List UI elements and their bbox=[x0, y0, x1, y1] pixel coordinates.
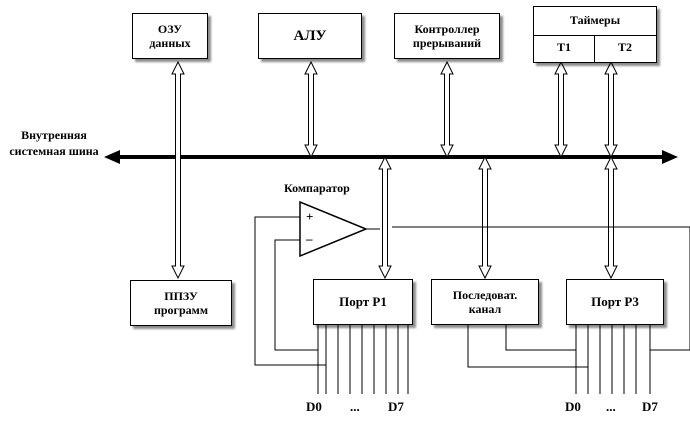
port-p3-block: Порт P3 bbox=[566, 279, 664, 325]
port-p1-label: Порт P1 bbox=[339, 294, 387, 309]
port-p3-dots-label: ... bbox=[606, 399, 616, 414]
rom-program-block: ППЗУ программ bbox=[130, 280, 232, 326]
arrow-timer1-bus bbox=[554, 60, 568, 159]
timer-t1: T1 bbox=[556, 40, 571, 54]
port-p1-pins bbox=[317, 325, 409, 394]
internal-bus-label: Внутренняя системная шина bbox=[9, 128, 99, 158]
arrow-ram-bus bbox=[171, 60, 185, 280]
ram-data-label: ОЗУ данных bbox=[149, 22, 191, 50]
arrow-bus-port-p1 bbox=[378, 155, 392, 280]
timers-title: Таймеры bbox=[569, 13, 621, 27]
port-p1-dots-label: ... bbox=[350, 399, 360, 414]
port-p1-d0-label: D0 bbox=[306, 399, 322, 414]
port-p1-d7-label: D7 bbox=[388, 399, 404, 414]
port-p3-label: Порт P3 bbox=[591, 294, 639, 309]
timers-separator bbox=[594, 35, 595, 62]
serial-channel-block: Последоват. канал bbox=[431, 279, 539, 325]
port-p1-block: Порт P1 bbox=[313, 279, 413, 325]
interrupt-controller-label: Контроллер прерываний bbox=[412, 22, 482, 50]
port-p3-d0-label: D0 bbox=[565, 399, 581, 414]
arrow-interrupt-bus bbox=[440, 60, 454, 159]
comparator-triangle bbox=[299, 200, 368, 258]
serial-channel-label: Последоват. канал bbox=[452, 288, 518, 316]
comparator-plus: + bbox=[306, 209, 314, 224]
rom-program-label: ППЗУ программ bbox=[153, 289, 209, 317]
system-bus bbox=[104, 150, 678, 164]
comparator-minus: – bbox=[306, 231, 313, 246]
serial-channel-lines bbox=[467, 325, 588, 368]
arrow-alu-bus bbox=[304, 60, 318, 159]
alu-block: АЛУ bbox=[258, 13, 362, 59]
port-p3-d7-label: D7 bbox=[642, 399, 658, 414]
ram-data-block: ОЗУ данных bbox=[132, 13, 208, 59]
port-p3-pins bbox=[575, 325, 651, 394]
arrow-bus-port-p3 bbox=[604, 155, 618, 280]
comparator-label: Компаратор bbox=[284, 181, 350, 195]
arrow-bus-serial bbox=[478, 155, 492, 280]
bidirectional-arrows bbox=[171, 60, 618, 280]
timers-block: Таймеры T1 T2 bbox=[533, 6, 657, 63]
interrupt-controller-block: Контроллер прерываний bbox=[394, 13, 500, 59]
timers-divider bbox=[534, 35, 656, 36]
timer-t2: T2 bbox=[617, 40, 632, 54]
arrow-timer2-bus bbox=[604, 60, 618, 159]
alu-label: АЛУ bbox=[293, 28, 327, 44]
